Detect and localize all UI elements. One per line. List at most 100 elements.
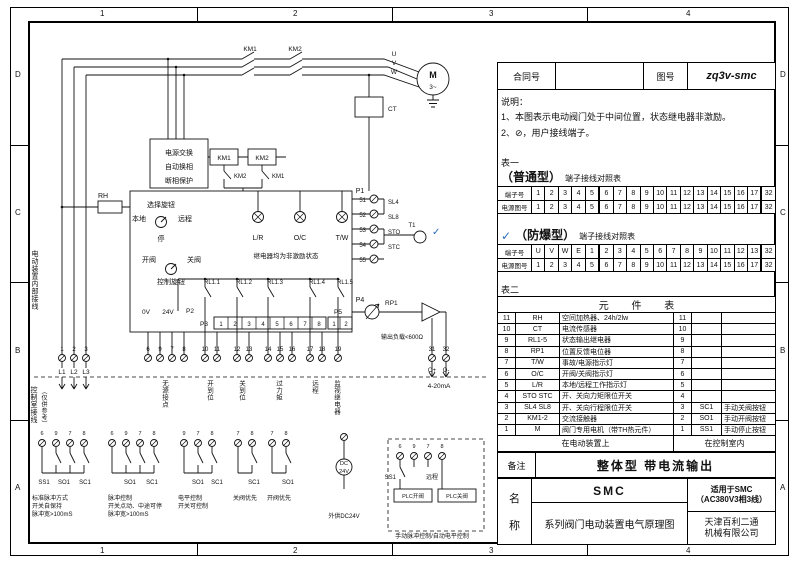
open-valve-label: 开阀: [142, 255, 156, 264]
remote-label: 远程: [178, 214, 192, 223]
terminal-55: 55: [359, 258, 366, 264]
plc-close-box: PLC关阀: [446, 492, 468, 500]
notes-title: 说明：: [501, 97, 529, 107]
so1-switch-label: SO1: [124, 480, 137, 486]
grid-col-label: 4: [686, 9, 691, 18]
motor-label: M: [429, 70, 437, 80]
table-cell: KM1-2: [516, 413, 560, 424]
l1-label: L1: [58, 369, 66, 376]
24v-label: 24V: [162, 309, 174, 316]
g4-terminal: 7: [236, 431, 239, 437]
applicability-cell: 适用于SMC （AC380V3相3线）: [688, 479, 775, 512]
table-cell: 2: [498, 413, 516, 424]
bottom-control-note: 手动脉冲控制/自动电平控制: [395, 532, 469, 540]
table-cell: O/C: [516, 368, 560, 380]
table-cell: 开、关向力矩限位开关: [560, 391, 674, 402]
table-cell: 7: [614, 187, 628, 200]
table-cell: 9: [641, 259, 654, 271]
ct-label: CT: [388, 106, 397, 113]
table-cell: 3: [559, 201, 573, 213]
plc-ss1-label: SS1: [385, 475, 397, 481]
table-cell: 端子号: [498, 245, 532, 258]
table-cell: STO STC: [516, 391, 560, 402]
table-cell: [692, 380, 722, 391]
relay-state-note: 继电器均为非激励状态: [254, 251, 320, 260]
ex-type-title: （防爆型）: [515, 228, 576, 242]
grid-col-label: 2: [293, 546, 298, 555]
table-cell: 13: [694, 259, 708, 271]
table-cell: [722, 380, 775, 390]
stop-label: 停: [158, 234, 165, 243]
table-cell: 手动开阀按钮: [724, 415, 766, 423]
g2-terminal: 8: [152, 431, 155, 437]
g1-terminal: 9: [54, 431, 57, 437]
heater-label: RH: [98, 193, 108, 200]
table-cell: 16: [735, 187, 748, 200]
table-cell: [722, 313, 775, 323]
normal-type-title: （普通型）: [501, 170, 562, 184]
grid-row-label: A: [15, 483, 21, 492]
table-cell: 13: [694, 201, 708, 213]
table-cell: 15: [721, 259, 735, 271]
schematic-canvas: KM1 KM2 U V W M 3~ CT 电源交换 自动换相 断相保护 KM1…: [32, 46, 486, 540]
table-cell: [722, 369, 775, 379]
notes-line2: 2、⊘，用户接线端子。: [501, 127, 595, 138]
schematic-wiring: [34, 51, 486, 532]
p3-pin: 6: [289, 322, 293, 328]
inner-border: [28, 21, 776, 544]
check-icon: ✓: [501, 229, 512, 243]
border-tick: [392, 544, 393, 556]
table-cell: [692, 324, 722, 335]
table-cell: 本地/远程工作指示灯: [560, 380, 674, 391]
table-cell: 开阀/关阀指示灯: [560, 368, 674, 380]
table-cell: 手动关阀按钮: [724, 404, 766, 412]
l3-label: L3: [82, 369, 90, 376]
open-priority-caption: 开阀优先: [267, 494, 291, 502]
normal-type-heading: （普通型） 端子接线对照表: [501, 168, 621, 185]
close-position-label: 关到位: [237, 380, 245, 401]
table-cell: 6: [599, 187, 614, 200]
table-cell: CT: [516, 324, 560, 335]
g7-terminal: 6: [398, 444, 401, 450]
g7-terminal: 8: [440, 444, 443, 450]
p1-label: P1: [356, 188, 365, 195]
table-cell: 11: [674, 313, 692, 324]
mid-terminal: 13: [246, 347, 253, 353]
contract-no-value: [556, 63, 644, 89]
table-cell: 11: [667, 187, 681, 200]
table-cell: 7: [674, 357, 692, 368]
border-tick: [197, 544, 198, 556]
control-knob-label: 控制旋钮: [157, 277, 185, 286]
grid-row-label: D: [15, 70, 21, 79]
lamp-lr-label: L/R: [253, 235, 264, 242]
table-cell: 8: [627, 259, 641, 271]
control-room-wiring-note: 控制室接线: [30, 386, 37, 424]
sc1-switch-label: SC1: [248, 480, 260, 486]
table-cell: [722, 391, 775, 401]
mid-terminal: 17: [307, 347, 314, 353]
table-cell: 1: [586, 245, 600, 258]
grid-row-label: A: [780, 483, 786, 492]
border-tick: [197, 7, 198, 21]
g3-terminal: 9: [182, 431, 185, 437]
lamp-tw-label: T/W: [336, 235, 349, 242]
table-cell: 1: [532, 201, 546, 213]
table-cell: 1: [498, 424, 516, 436]
contract-no-label: 合同号: [498, 63, 556, 89]
table-cell: [692, 313, 722, 324]
on-actuator-label: 在电动装置上: [498, 436, 674, 451]
selector-knob-label: 选择旋钮: [147, 200, 175, 209]
outer-border: [10, 7, 789, 556]
table-cell: RP1: [516, 346, 560, 357]
sl4-label: SL4: [388, 200, 399, 206]
phase-w-label: W: [391, 69, 398, 76]
table-cell: 12: [735, 245, 748, 258]
table-cell: SO1: [692, 413, 722, 424]
p3-pin: 8: [317, 322, 321, 328]
over-torque-label: 过力矩: [274, 380, 282, 401]
sl8-label: SL8: [388, 215, 399, 221]
